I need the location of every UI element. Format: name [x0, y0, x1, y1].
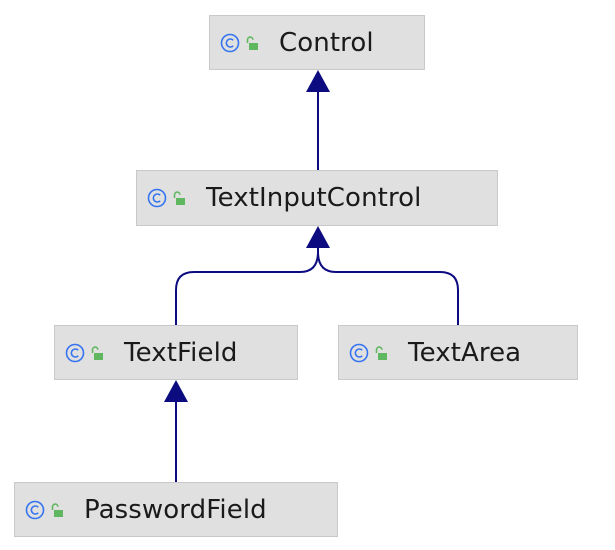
class-icon	[349, 343, 369, 362]
edge-textfield-textinputcontrol	[175, 248, 319, 325]
arrowhead-control	[306, 70, 330, 92]
node-passwordfield[interactable]: PasswordField	[14, 482, 338, 537]
public-lock-icon	[173, 191, 185, 205]
node-control[interactable]: Control	[209, 15, 425, 70]
class-icon	[65, 343, 85, 362]
public-lock-icon	[91, 345, 103, 360]
node-label: TextField	[124, 337, 238, 368]
node-textfield[interactable]: TextField	[54, 325, 298, 380]
arrowhead-textinputcontrol	[306, 226, 330, 248]
class-icon	[147, 188, 167, 208]
public-lock-icon	[375, 345, 387, 360]
edge-textarea-textinputcontrol	[317, 248, 459, 325]
class-icon	[220, 33, 240, 52]
node-textinputcontrol[interactable]: TextInputControl	[136, 170, 498, 226]
node-label: Control	[279, 27, 374, 58]
node-textarea[interactable]: TextArea	[338, 325, 578, 380]
class-icon	[25, 500, 45, 519]
public-lock-icon	[246, 35, 258, 50]
node-label: TextArea	[408, 337, 522, 368]
arrowhead-textfield	[164, 380, 188, 402]
node-label: PasswordField	[84, 494, 267, 525]
public-lock-icon	[51, 502, 63, 517]
node-label: TextInputControl	[206, 183, 422, 213]
